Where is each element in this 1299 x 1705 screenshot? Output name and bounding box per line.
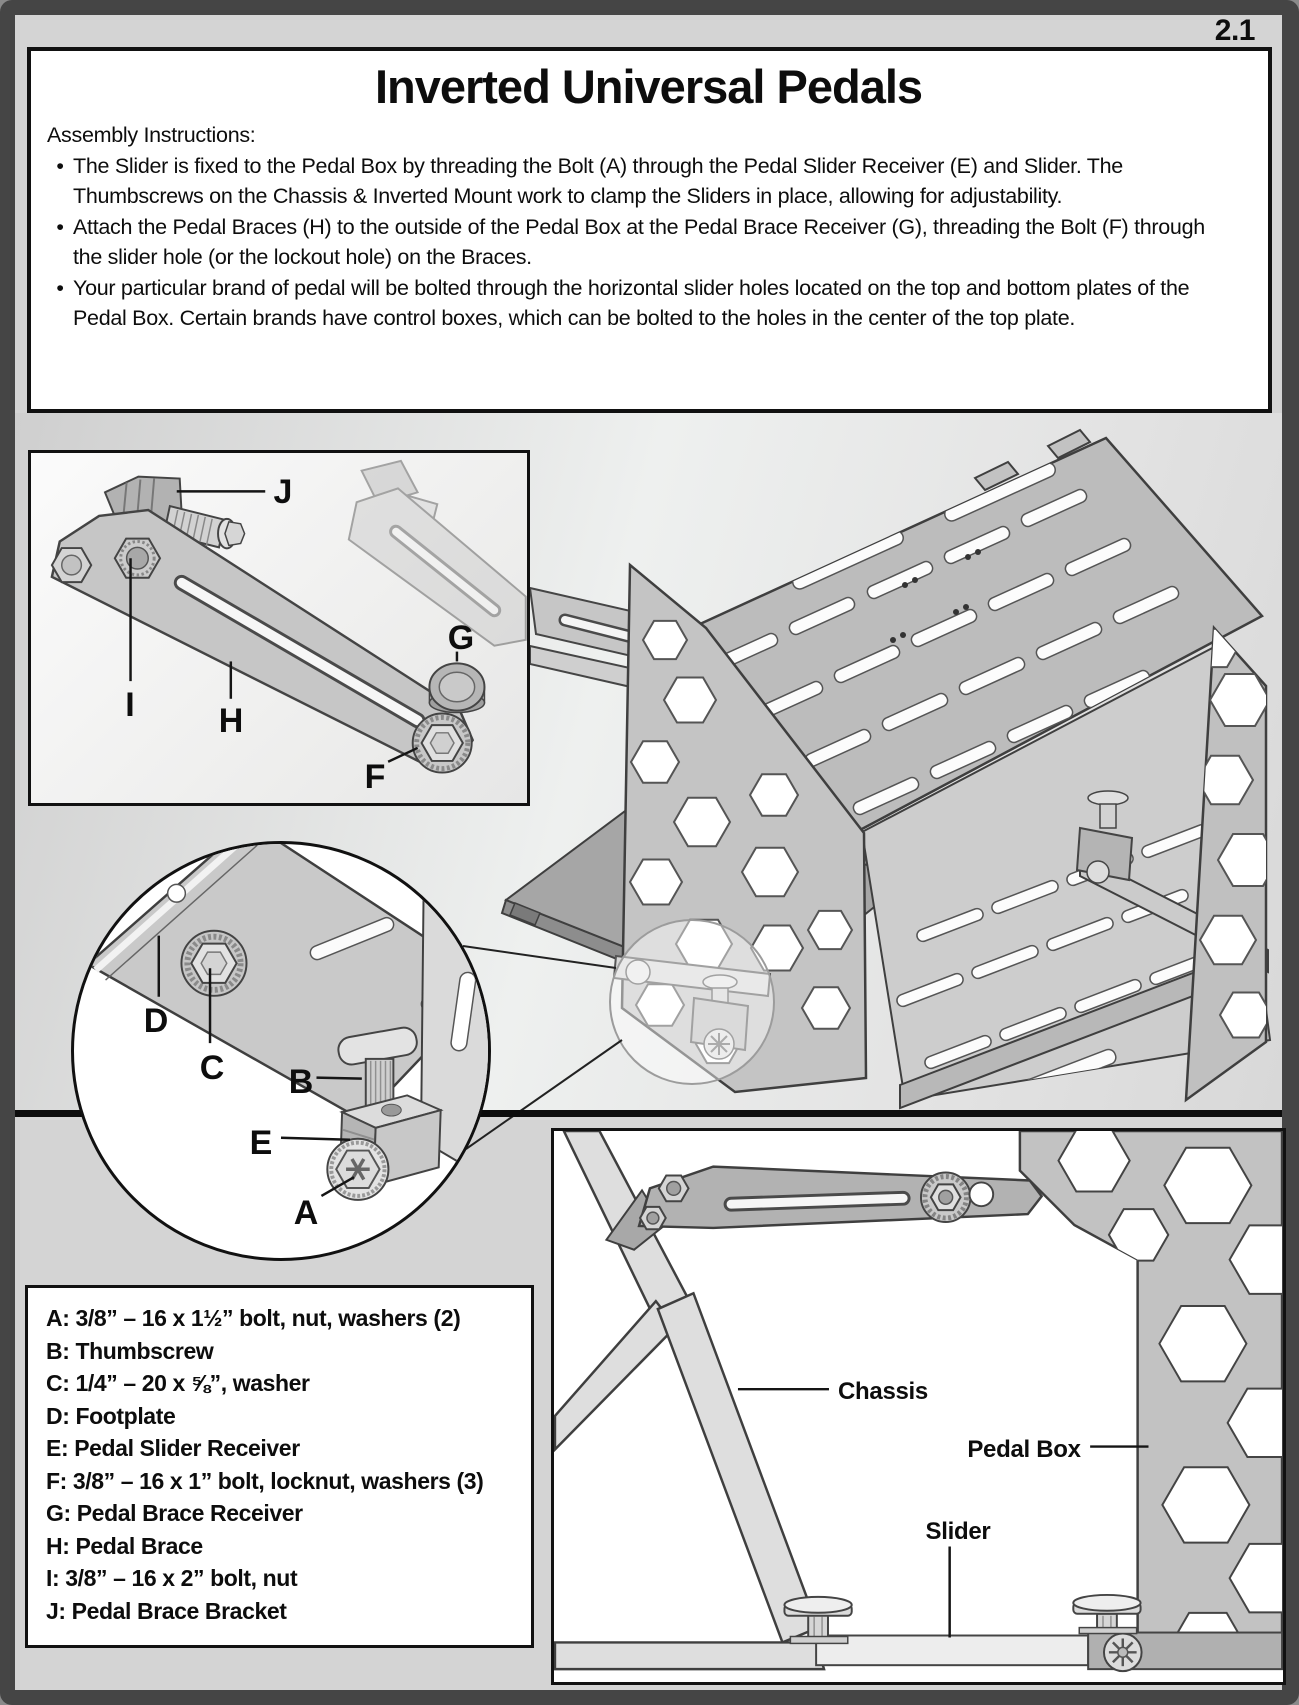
callout-G: G xyxy=(447,619,475,657)
bullet-icon: • xyxy=(56,154,64,178)
right-thumbscrew xyxy=(1072,1593,1142,1635)
rear-brace-faded xyxy=(347,459,527,647)
instruction-bullet: • Your particular brand of pedal will be… xyxy=(47,273,1250,333)
bullet-icon: • xyxy=(56,276,64,300)
parts-list-item: E: Pedal Slider Receiver xyxy=(46,1435,300,1461)
callout-B: B xyxy=(288,1063,314,1101)
thumbscrew-shape xyxy=(337,1026,418,1108)
instructions-heading: Assembly Instructions: xyxy=(47,123,256,147)
chassis-struts xyxy=(554,1131,826,1671)
receiver-bolt-shape xyxy=(326,1137,390,1201)
pedal-box-hex-panel xyxy=(1018,1131,1283,1654)
pedal-brace-arm-shape xyxy=(50,508,475,771)
instructions-panel: Inverted Universal Pedals Assembly Instr… xyxy=(27,47,1272,413)
bolt-and-nut-shapes xyxy=(50,537,162,584)
parts-list-item: I: 3/8” – 16 x 2” bolt, nut xyxy=(46,1565,298,1591)
parts-list-item: A: 3/8” – 16 x 1½” bolt, nut, washers (2… xyxy=(46,1305,461,1331)
leader-lines xyxy=(737,1387,1149,1638)
pedal-brace-illustration xyxy=(50,459,527,774)
parts-list-item: J: Pedal Brace Bracket xyxy=(46,1597,287,1624)
parts-list-item: C: 1/4” – 20 x ⅝”, washer xyxy=(46,1370,310,1396)
label-pedal-box: Pedal Box xyxy=(967,1436,1081,1463)
callout-H: H xyxy=(218,702,244,740)
instruction-text: Attach the Pedal Braces (H) to the outsi… xyxy=(73,215,1205,269)
callout-I: I xyxy=(125,686,135,724)
washer-bolt-shape xyxy=(180,929,248,997)
instruction-text: Your particular brand of pedal will be b… xyxy=(73,276,1190,330)
parts-list-item: B: Thumbscrew xyxy=(46,1337,214,1364)
instruction-bullet: • The Slider is fixed to the Pedal Box b… xyxy=(47,151,1250,211)
parts-list-item: G: Pedal Brace Receiver xyxy=(46,1500,303,1526)
callout-C: C xyxy=(199,1049,225,1087)
instruction-text: The Slider is fixed to the Pedal Box by … xyxy=(73,154,1123,208)
brace-detail-inset: J I H G F xyxy=(28,450,530,806)
leader-lines xyxy=(157,935,362,1197)
page-number: 2.1 xyxy=(1214,14,1256,47)
brace-bolt-shape xyxy=(411,712,473,774)
slider-clamp xyxy=(1087,1631,1283,1673)
slider-receiver-illustration xyxy=(85,844,488,1201)
leader-lines xyxy=(129,490,459,763)
callout-A: A xyxy=(293,1194,319,1232)
side-brace-arm xyxy=(604,1165,1044,1251)
callout-J: J xyxy=(273,473,293,511)
slider-receiver-detail-circle: D C B E A xyxy=(71,841,491,1261)
callout-D: D xyxy=(143,1002,169,1040)
parts-list: A: 3/8” – 16 x 1½” bolt, nut, washers (2… xyxy=(25,1285,534,1648)
label-slider: Slider xyxy=(925,1518,991,1545)
page-title: Inverted Universal Pedals xyxy=(374,60,923,113)
side-view-diagram: Chassis Pedal Box Slider xyxy=(551,1128,1286,1685)
instruction-bullet: • Attach the Pedal Braces (H) to the out… xyxy=(47,212,1250,272)
callout-E: E xyxy=(249,1124,273,1162)
callout-F: F xyxy=(364,758,386,796)
brace-receiver-shape xyxy=(428,662,486,714)
bullet-icon: • xyxy=(56,215,64,239)
label-chassis: Chassis xyxy=(838,1378,928,1405)
left-thumbscrew xyxy=(783,1595,853,1645)
section-divider xyxy=(15,1110,1282,1117)
chassis-side-illustration xyxy=(554,1131,1283,1673)
parts-list-item: D: Footplate xyxy=(46,1402,176,1429)
slider-bar xyxy=(815,1634,1090,1667)
parts-list-item: F: 3/8” – 16 x 1” bolt, locknut, washers… xyxy=(46,1467,484,1494)
parts-list-item: H: Pedal Brace xyxy=(46,1532,203,1559)
